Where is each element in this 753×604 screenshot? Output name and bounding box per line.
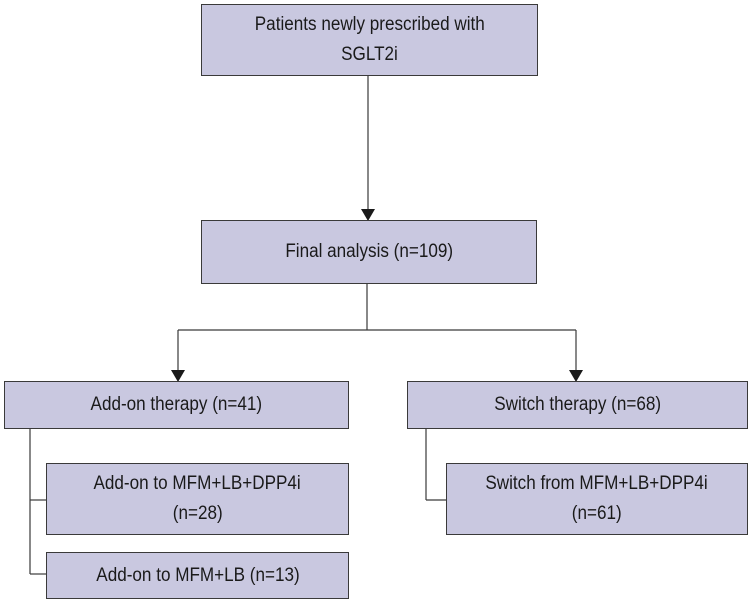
box-addon-mfm-lb-label: Add-on to MFM+LB (n=13) (95, 564, 300, 586)
box-addon-therapy: Add-on therapy (n=41) (4, 381, 349, 429)
box-patients-line1: Patients newly prescribed with (254, 14, 485, 35)
box-switch-mfm-lb-dpp4i-line2: (n=61) (572, 503, 622, 524)
box-patients-line2: SGLT2i (341, 44, 398, 65)
box-addon-mfm-lb-dpp4i-line2: (n=28) (172, 503, 223, 524)
box-addon-mfm-lb-dpp4i-line1: Add-on to MFM+LB+DPP4i (93, 473, 302, 494)
box-switch-mfm-lb-dpp4i: Switch from MFM+LB+DPP4i (n=61) (446, 463, 748, 535)
box-addon-mfm-lb-dpp4i: Add-on to MFM+LB+DPP4i (n=28) (46, 463, 349, 535)
box-final-analysis: Final analysis (n=109) (201, 220, 537, 284)
box-patients-newly-prescribed: Patients newly prescribed with SGLT2i (201, 4, 538, 76)
box-switch-mfm-lb-dpp4i-line1: Switch from MFM+LB+DPP4i (485, 473, 709, 494)
box-addon-therapy-label: Add-on therapy (n=41) (90, 394, 263, 415)
box-addon-mfm-lb: Add-on to MFM+LB (n=13) (46, 552, 349, 599)
box-final-analysis-label: Final analysis (n=109) (285, 241, 453, 262)
box-switch-therapy-label: Switch therapy (n=68) (494, 394, 661, 415)
box-switch-therapy: Switch therapy (n=68) (407, 381, 748, 429)
